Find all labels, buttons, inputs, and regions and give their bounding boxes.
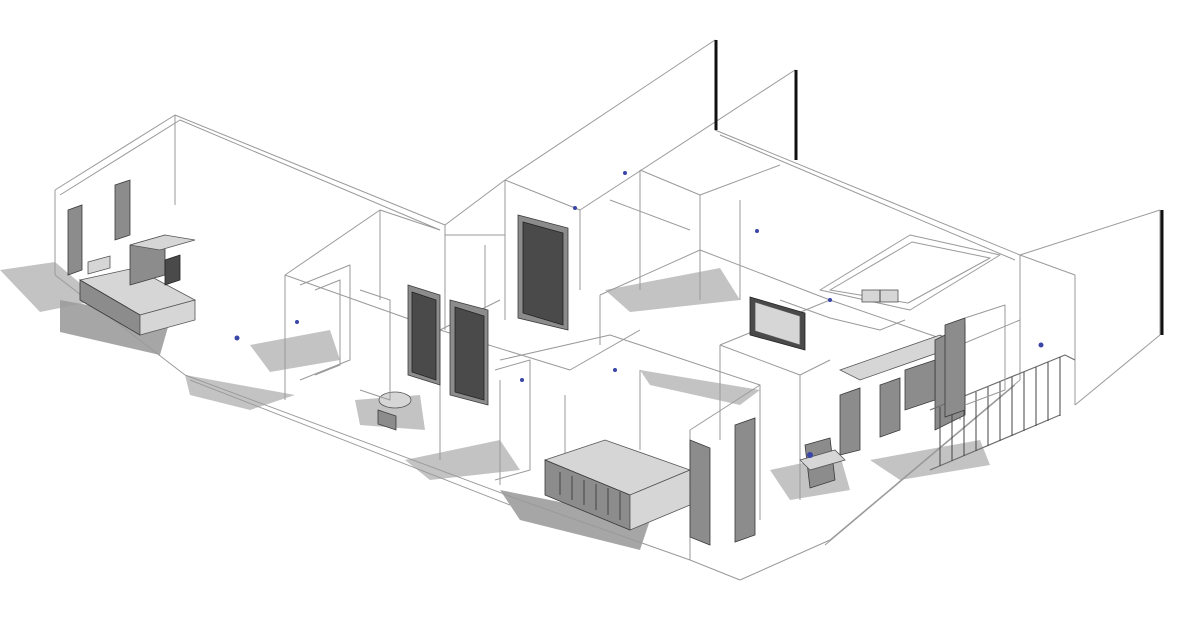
door-2-panel	[454, 306, 485, 401]
bedroom-left-furniture	[67, 179, 197, 336]
shadow-bed-front	[500, 490, 650, 550]
door-1-panel	[411, 291, 437, 381]
toilet-base	[377, 409, 397, 431]
light-icon	[295, 320, 299, 324]
television-screen	[754, 301, 801, 346]
shadow-bath	[250, 330, 340, 372]
bed-front-slats	[559, 472, 621, 520]
desk-drawer	[879, 377, 901, 438]
light-icon	[828, 298, 832, 302]
kitchen-counter	[779, 234, 1001, 331]
shadow-front-wall	[405, 440, 520, 480]
light-icon	[520, 378, 524, 382]
light-icon	[234, 335, 240, 341]
light-icon	[573, 206, 577, 210]
shadow-bed-left	[60, 300, 170, 355]
light-fixtures	[234, 171, 1044, 458]
kitchen-and-tv	[749, 289, 899, 351]
bedroom-front-furniture	[543, 417, 756, 546]
wardrobe-panel	[114, 179, 131, 241]
light-icon	[613, 368, 617, 372]
light-icon	[1038, 342, 1044, 348]
wardrobe-front-2	[734, 417, 756, 543]
chair-seat	[799, 449, 846, 471]
glass-partitions	[299, 264, 721, 481]
nightstand-top	[129, 234, 196, 251]
bed-left-headboard	[87, 255, 111, 275]
light-icon	[807, 452, 813, 458]
desk-leg-left	[839, 387, 861, 456]
shadow-left-outside	[0, 262, 100, 312]
balcony-railing	[929, 304, 1076, 471]
door-3-panel	[522, 221, 564, 326]
doors	[407, 214, 569, 406]
light-icon	[755, 229, 759, 233]
shadow-desk	[870, 440, 990, 480]
bed-left-foot	[139, 299, 196, 336]
monitor	[904, 359, 936, 411]
shadow-wall-left	[185, 375, 295, 410]
shadow-center	[605, 268, 740, 312]
wardrobe-front	[689, 439, 711, 546]
wardrobe-left	[67, 204, 83, 276]
outer-walls	[54, 39, 1161, 581]
shadow-corridor	[640, 370, 760, 405]
wall-end-posts	[714, 40, 1164, 335]
light-icon	[623, 171, 627, 175]
balcony-door-frame	[944, 317, 966, 418]
nightstand-shadow	[164, 254, 181, 286]
toilet	[378, 391, 412, 409]
bathroom-fixtures	[377, 391, 412, 431]
